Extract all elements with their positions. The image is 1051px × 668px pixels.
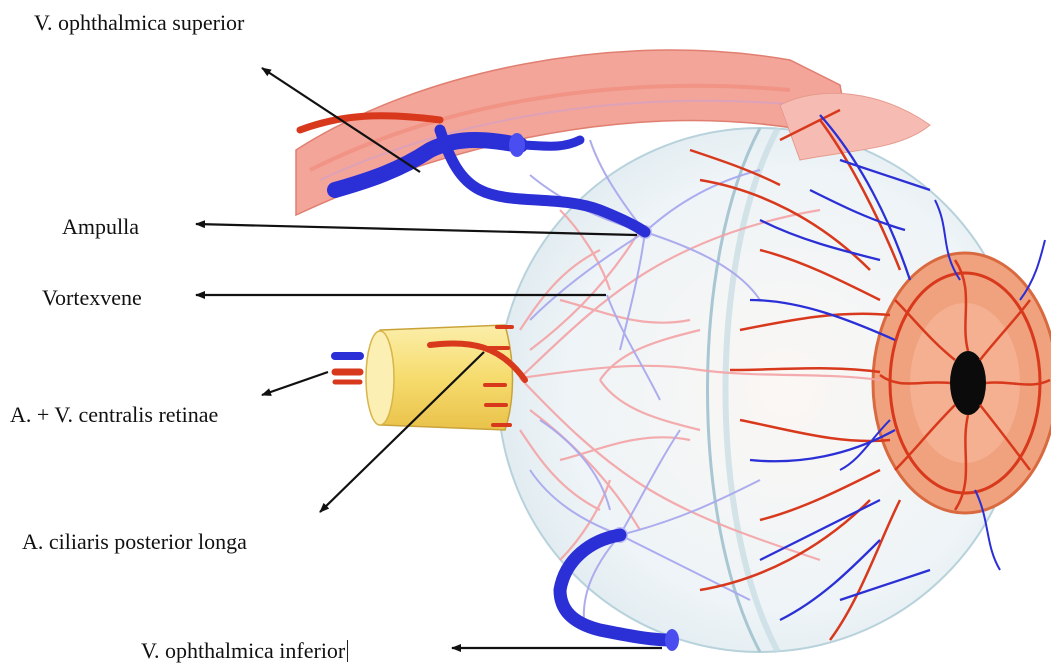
label-ampulla: Ampulla [62,216,139,238]
label-centralis-retinae: A. + V. centralis retinae [10,404,218,426]
label-vortexvene: Vortexvene [42,287,142,309]
label-ciliaris-posterior-longa: A. ciliaris posterior longa [22,531,247,553]
arrow-centralis-retinae [262,372,328,395]
label-v-ophthalmica-superior: V. ophthalmica superior [34,12,244,34]
text-cursor [347,640,348,662]
label-v-ophthalmica-inferior: V. ophthalmica inferior [141,640,348,662]
label-text: V. ophthalmica inferior [141,638,345,663]
